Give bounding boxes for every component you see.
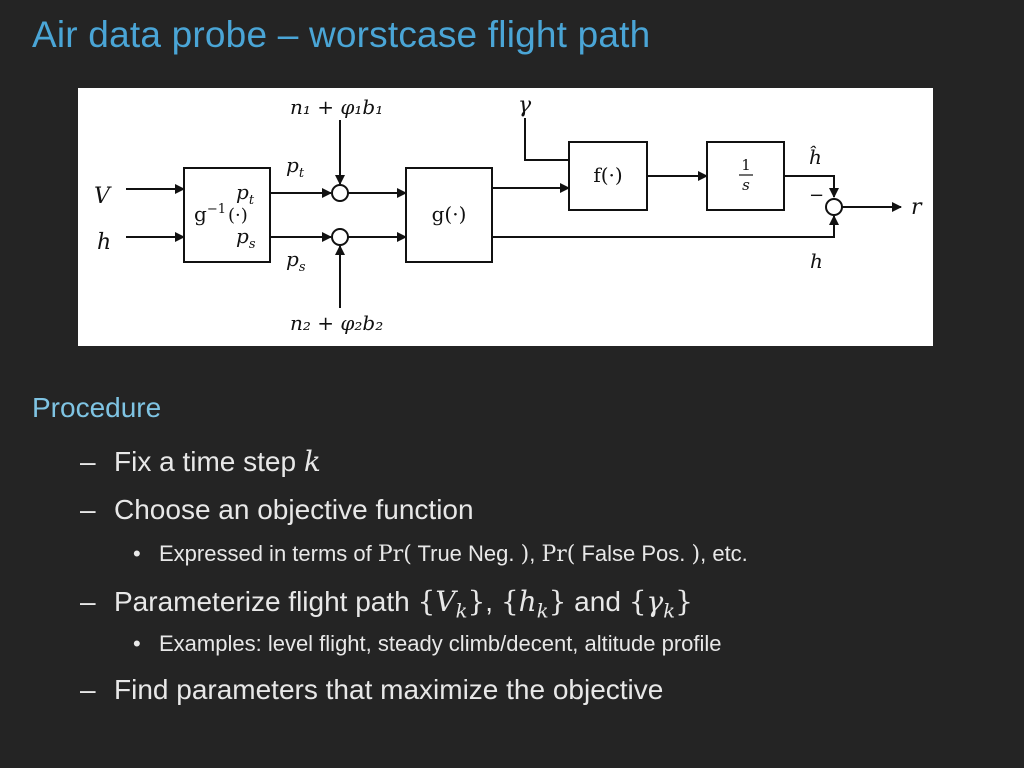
- pt-wire-label: pt: [286, 153, 305, 181]
- sum-junction-top: [331, 184, 349, 202]
- h-hat-label: ĥ: [809, 145, 822, 169]
- procedure-item-time-step: –Fix a time step k: [80, 445, 321, 478]
- inverse-g-block: [183, 167, 271, 263]
- procedure-subitem-examples: •Examples: level flight, steady climb/de…: [133, 631, 722, 656]
- slide-title: Air data probe – worstcase flight path: [32, 14, 651, 55]
- g-block-label: g(·): [432, 202, 467, 226]
- gamma-wire: [524, 118, 568, 161]
- residual-junction: [825, 198, 843, 216]
- f-block-label: f(·): [593, 163, 622, 187]
- procedure-subitem-expressed: •Expressed in terms of Pr( True Neg. ), …: [133, 541, 748, 567]
- block-diagram-svg: V h g−1(·) pt ps pt ps n₁ + φ₁b₁ n₂ + φ₂…: [94, 93, 923, 335]
- block-diagram: V h g−1(·) pt ps pt ps n₁ + φ₁b₁ n₂ + φ₂…: [78, 88, 933, 346]
- inverse-g-out-pt: pt: [236, 180, 255, 208]
- input-v-label: V: [94, 184, 112, 209]
- g-block: [405, 167, 493, 263]
- output-r-label: r: [911, 195, 923, 220]
- h-feedback-wire: [492, 215, 839, 238]
- integrator-numerator: 1: [741, 156, 751, 174]
- procedure-item-parameterize: –Parameterize flight path {Vk}, {hk} and…: [80, 585, 693, 623]
- noise-top-label: n₁ + φ₁b₁: [290, 95, 383, 119]
- procedure-heading: Procedure: [32, 392, 162, 423]
- h-feedback-label: h: [810, 249, 823, 273]
- procedure-item-objective: –Choose an objective function: [80, 494, 474, 525]
- minus-sign: −: [809, 185, 824, 206]
- sum-junction-bottom: [331, 228, 349, 246]
- integrator-denominator: s: [742, 176, 750, 194]
- gamma-input-label: γ: [518, 93, 532, 118]
- input-h-label: h: [97, 230, 111, 255]
- h-hat-wire: [784, 175, 839, 198]
- inverse-g-label: g−1(·): [194, 202, 248, 226]
- ps-wire-label: ps: [286, 247, 306, 275]
- integrator-block: [706, 141, 785, 211]
- noise-bottom-label: n₂ + φ₂b₂: [290, 311, 383, 335]
- procedure-item-maximize: –Find parameters that maximize the objec…: [80, 674, 664, 705]
- inverse-g-out-ps: ps: [236, 224, 256, 252]
